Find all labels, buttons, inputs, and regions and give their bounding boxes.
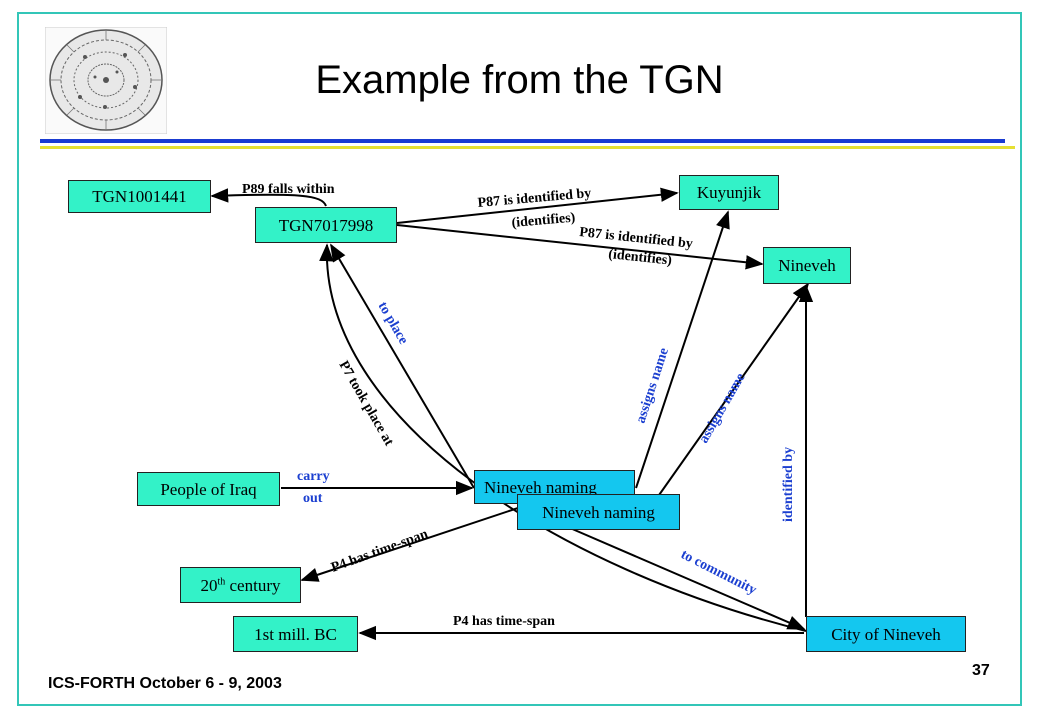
edge-p7	[319, 243, 807, 632]
label-to-community: to community	[678, 547, 759, 598]
node-20th-century-word: century	[225, 575, 281, 595]
node-nineveh-naming-2-label: Nineveh naming	[542, 502, 655, 522]
label-p89: P89 falls within	[242, 182, 335, 197]
label-out: out	[303, 491, 323, 506]
page-number: 37	[972, 662, 990, 679]
node-tgn1001441: TGN1001441	[68, 180, 211, 213]
node-people-of-iraq: People of Iraq	[137, 472, 280, 506]
node-kuyunjik-label: Kuyunjik	[696, 183, 762, 202]
node-nineveh-naming-2: Nineveh naming	[517, 494, 680, 530]
title-rule-yellow	[40, 146, 1015, 149]
node-20th-century-number: 20	[200, 575, 218, 595]
label-to-place: to place	[375, 300, 411, 348]
node-nineveh: Nineveh	[763, 247, 851, 284]
label-p87-a-2: (identifies)	[511, 210, 576, 231]
node-tgn7017998-label: TGN7017998	[278, 215, 374, 235]
slide-title: Example from the TGN	[315, 58, 724, 102]
node-1st-mill-bc-label: 1st mill. BC	[254, 624, 337, 644]
label-p87-b-2: (identifies)	[608, 247, 673, 269]
edge-p89	[210, 188, 327, 207]
node-city-of-nineveh-label: City of Nineveh	[831, 624, 941, 644]
edge-p87-nineveh	[396, 224, 764, 270]
label-p87-a-1: P87 is identified by	[477, 186, 592, 211]
edge-assigns-nineveh	[651, 282, 810, 506]
edge-to-place	[330, 243, 475, 489]
label-p87-b-1: P87 is identified by	[579, 225, 694, 252]
node-1st-mill-bc: 1st mill. BC	[233, 616, 358, 652]
node-city-of-nineveh: City of Nineveh	[806, 616, 966, 652]
label-carry: carry	[297, 469, 330, 484]
label-p4-a: P4 has time-span	[329, 527, 430, 576]
slide-frame	[17, 12, 1022, 706]
edge-p4-20th	[300, 507, 519, 582]
node-20th-century-suffix: th	[217, 575, 226, 587]
node-people-of-iraq-label: People of Iraq	[160, 479, 257, 499]
edge-p87-kuyunjik	[396, 187, 679, 224]
label-assigns-name-1: assigns name	[634, 346, 672, 425]
node-nineveh-label: Nineveh	[778, 256, 836, 275]
slide-footer: ICS-FORTH October 6 - 9, 2003	[48, 675, 282, 692]
node-20th-century: 20th century	[180, 567, 301, 603]
node-tgn1001441-label: TGN1001441	[92, 187, 187, 206]
edge-to-community	[569, 527, 806, 630]
node-20th-century-label: 20th century	[200, 575, 281, 595]
disc-logo	[44, 26, 168, 135]
node-kuyunjik: Kuyunjik	[679, 175, 779, 210]
edge-assigns-kuyunjik	[635, 210, 730, 489]
label-p4-b: P4 has time-span	[453, 614, 555, 629]
label-assigns-name-2: assigns name	[696, 371, 748, 446]
title-rule-blue	[40, 139, 1005, 143]
label-identified-by: identified by	[781, 447, 796, 522]
node-nineveh-naming-1-label: Nineveh naming	[484, 477, 597, 497]
node-tgn7017998: TGN7017998	[255, 207, 397, 243]
